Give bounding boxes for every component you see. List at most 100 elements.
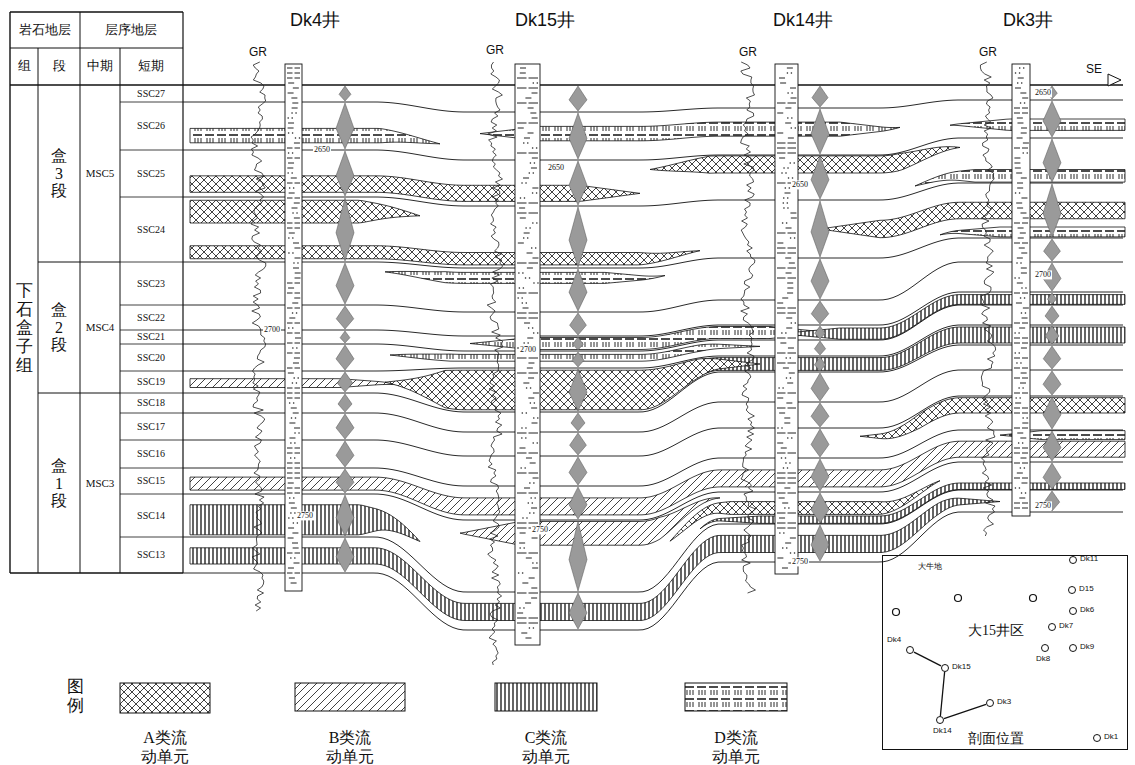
lithology-mark [289,503,295,504]
lithology-mark [290,557,292,559]
lithology-mark [287,148,300,149]
lithology-mark [777,143,796,144]
lithology-mark [529,277,531,279]
well-label: Dk14 [933,726,952,735]
lithology-mark [525,437,527,439]
lithology-mark [1021,492,1023,494]
lithology-mark [1019,328,1025,329]
lithology-mark [1019,67,1021,69]
cycle-symbol [569,487,587,519]
lithology-mark [790,377,792,379]
lithology-mark [517,293,538,294]
cycle-symbol [812,86,828,107]
table-line [38,262,120,263]
lithology-mark [1018,228,1024,229]
lithology-mark [293,377,295,379]
lithology-mark [777,523,796,524]
lithology-mark [1014,428,1028,429]
lithology-mark [788,138,794,139]
cycle-symbol [339,86,351,101]
lithology-mark [1020,458,1026,459]
lithology-mark [1017,183,1023,184]
lithology-mark [293,548,299,549]
label: SSC19 [137,376,165,388]
lithology-mark [287,228,300,229]
well-label: Dk9 [1080,642,1094,651]
lithology-mark [1017,208,1023,209]
lithology-mark [287,283,300,284]
lithology-column [1012,64,1030,516]
cycle-symbol [811,156,829,199]
lithology-mark [287,388,300,389]
lithology-mark [1021,128,1027,129]
lithology-mark [777,408,796,409]
lithology-mark [295,338,301,339]
label: GR [486,44,504,58]
lithology-mark [1014,503,1028,504]
lithology-mark [793,162,795,164]
profile-line [940,672,944,716]
cycle-symbol [1043,101,1061,137]
lithology-mark [789,162,791,164]
lithology-mark [520,73,526,74]
depth-label: 2750 [531,525,549,534]
lithology-mark [289,497,291,499]
cycle-symbol [570,433,587,455]
vertical-label: 下石盒子组 [16,282,33,375]
lithology-mark [783,467,785,469]
lithology-mark [787,293,793,294]
lithology-mark [1021,312,1023,314]
lithology-mark [292,212,294,214]
lithology-mark [289,193,295,194]
lithology-mark [532,188,538,189]
lithology-mark [287,493,300,494]
lithology-mark [781,172,783,174]
lithology-mark [517,593,538,594]
table-line [120,330,183,331]
depth-label: 2750 [791,557,809,566]
table-line [120,150,183,151]
lithology-mark [1016,303,1022,304]
sequence-boundary [183,84,1123,86]
lithology-mark [287,463,300,464]
lithology-mark [296,212,298,214]
lithology-mark [526,412,528,414]
label: SSC20 [137,352,165,364]
lithology-mark [287,488,300,489]
lithology-mark [521,633,527,634]
lithology-mark [1014,343,1028,344]
lithology-mark [527,253,533,254]
lithology-mark [287,553,300,554]
cycle-symbol [336,469,354,493]
lithology-mark [1014,478,1028,479]
lithology-mark [525,182,527,184]
cycle-symbol [336,345,354,370]
lithology-mark [1024,467,1026,469]
lithology-mark [1014,323,1028,324]
label: GR [249,46,267,60]
lithology-mark [536,222,538,224]
lithology-mark [293,497,295,499]
lithology-mark [532,423,538,424]
lithology-mark [789,357,791,359]
lithology-mark [520,467,522,469]
lithology-mark [287,473,300,474]
lithology-mark [777,513,796,514]
well-label: Dk6 [1080,605,1094,614]
lithology-mark [517,203,538,204]
lithology-mark [777,427,779,429]
lithology-mark [288,252,290,254]
lithology-mark [528,172,530,174]
lithology-mark [288,128,294,129]
lithology-mark [517,123,538,124]
lithology-mark [293,243,299,244]
label: SSC15 [137,475,165,487]
well-label: Dk1 [1104,732,1118,741]
lithology-mark [287,78,300,79]
lithology-mark [1014,293,1028,294]
wells [251,62,1061,665]
table-line [120,102,183,103]
lithology-mark [1018,238,1024,239]
label: SSC27 [137,88,165,100]
